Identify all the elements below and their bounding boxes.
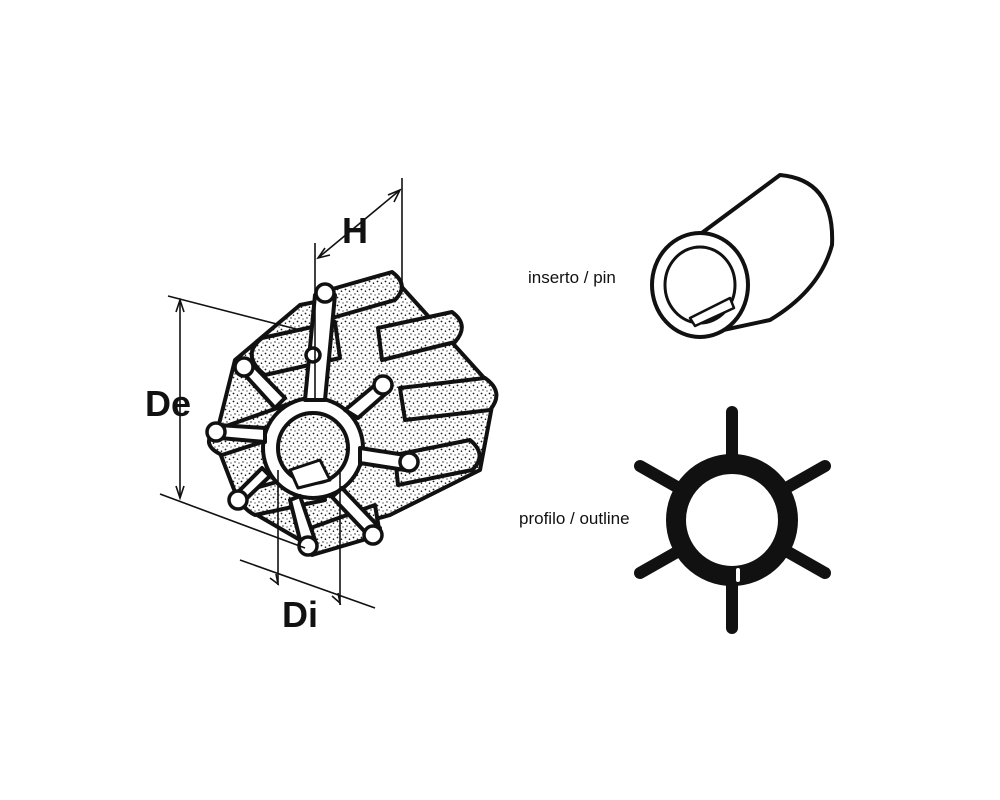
outline-silhouette-drawing bbox=[634, 406, 831, 634]
pin-caption: inserto / pin bbox=[528, 268, 616, 287]
dimension-lines bbox=[159, 178, 403, 609]
impeller-drawing bbox=[205, 270, 499, 557]
dimension-label-de: De bbox=[145, 383, 191, 424]
dimension-label-di: Di bbox=[282, 594, 318, 635]
dimension-label-h: H bbox=[342, 210, 368, 251]
outline-caption: profilo / outline bbox=[519, 509, 630, 528]
pin-cylinder-drawing bbox=[650, 173, 835, 339]
pin-key bbox=[688, 296, 736, 328]
outline-ring bbox=[666, 454, 798, 586]
outline-spokes bbox=[634, 406, 831, 634]
impeller-keyway bbox=[288, 458, 332, 490]
impeller-fin-tips bbox=[205, 282, 420, 557]
